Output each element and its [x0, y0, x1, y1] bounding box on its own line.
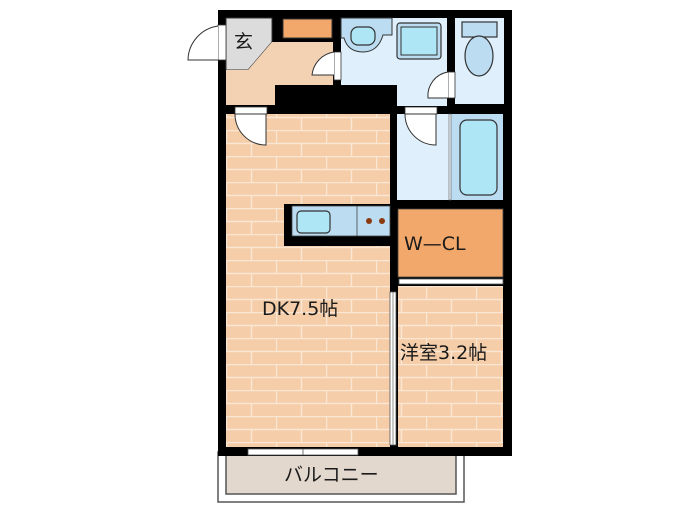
kitchen-sink[interactable]	[296, 210, 331, 234]
balcony-label: バルコニー	[284, 464, 379, 486]
genkan-label: 玄	[234, 31, 254, 53]
toilet[interactable]	[461, 21, 498, 77]
dk-door[interactable]	[234, 106, 268, 146]
wcl-label: W—CL	[404, 233, 466, 255]
dk-floor	[226, 114, 390, 447]
shoe-cabinet[interactable]	[282, 18, 333, 39]
walk-in-closet[interactable]	[397, 208, 504, 278]
bath-prep-door[interactable]	[404, 106, 438, 146]
sliding-door-partition[interactable]	[389, 291, 397, 446]
washing-machine-pan[interactable]	[396, 22, 442, 60]
toilet-door[interactable]	[427, 71, 456, 99]
bath-door[interactable]	[448, 113, 452, 201]
closet-door[interactable]	[398, 278, 504, 285]
entrance-door[interactable]	[187, 24, 227, 61]
dk-label: DK7.5帖	[262, 298, 339, 320]
washroom-door[interactable]	[311, 51, 342, 81]
washbasin[interactable]	[340, 17, 393, 53]
stove-burner-right[interactable]	[379, 218, 385, 224]
youshitsu-floor	[398, 286, 503, 447]
hall-floor	[226, 42, 333, 105]
youshitsu-label: 洋室3.2帖	[400, 342, 488, 364]
kitchen-counter[interactable]	[284, 204, 391, 246]
balcony	[217, 451, 465, 503]
bathtub[interactable]	[459, 119, 498, 196]
stove-burner-left[interactable]	[366, 218, 372, 224]
balcony-window[interactable]	[247, 448, 359, 456]
